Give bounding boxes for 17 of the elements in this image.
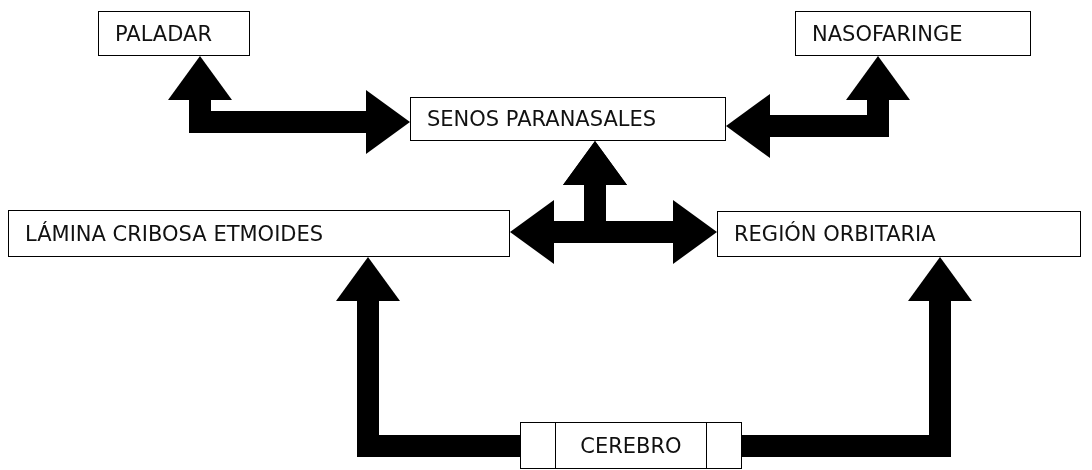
node-label: NASOFARINGE xyxy=(812,21,963,46)
block-arrow xyxy=(726,56,910,158)
label-box xyxy=(410,97,726,141)
process-box xyxy=(520,422,742,469)
block-arrow xyxy=(742,257,972,457)
label-box xyxy=(795,11,1031,56)
label-box xyxy=(98,11,250,56)
block-arrow xyxy=(168,56,410,154)
node-label: REGIÓN ORBITARIA xyxy=(734,222,936,246)
label-box xyxy=(8,210,510,257)
block-arrow xyxy=(336,257,520,457)
node-label: SENOS PARANASALES xyxy=(427,107,657,131)
node-label: LÁMINA CRIBOSA ETMOIDES xyxy=(25,221,324,246)
label-box xyxy=(717,211,1081,257)
node-label: PALADAR xyxy=(115,21,212,46)
block-arrow xyxy=(563,141,717,264)
node-label: CEREBRO xyxy=(580,433,682,458)
